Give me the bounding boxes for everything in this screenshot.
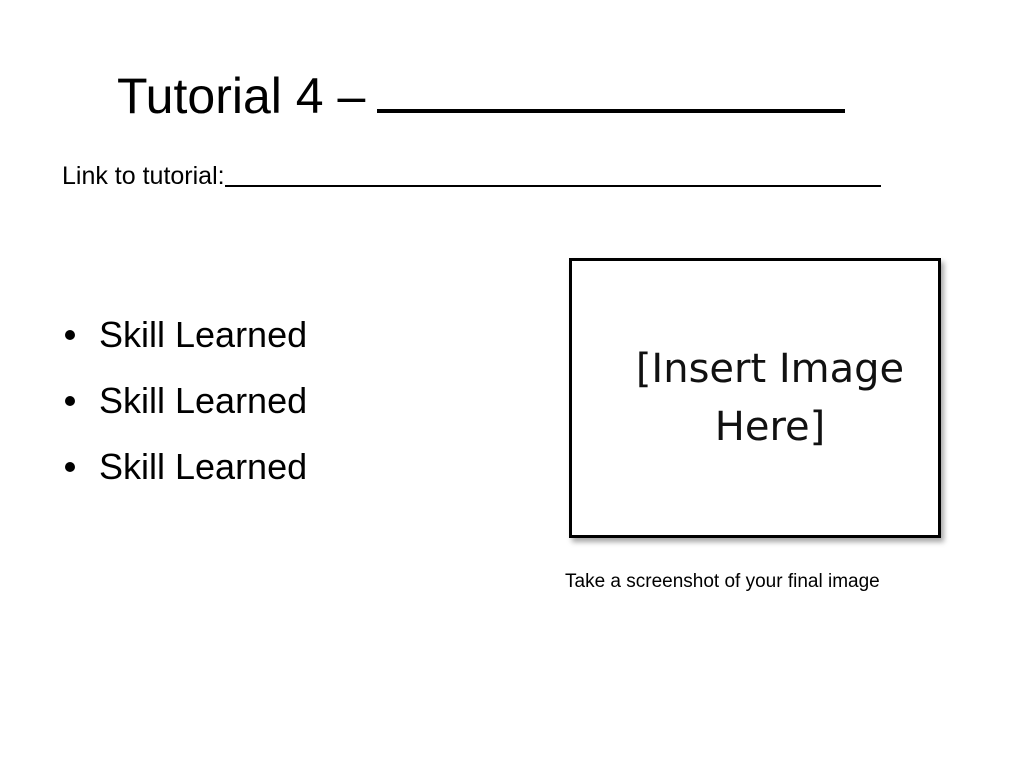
- bullet-icon: [65, 462, 75, 472]
- bullet-icon: [65, 396, 75, 406]
- slide-title-text: Tutorial 4 –: [117, 68, 366, 124]
- skill-item: Skill Learned: [60, 434, 307, 500]
- skills-list: Skill Learned Skill Learned Skill Learne…: [60, 302, 307, 500]
- image-caption: Take a screenshot of your final image: [565, 571, 880, 592]
- skill-item: Skill Learned: [60, 302, 307, 368]
- bullet-icon: [65, 330, 75, 340]
- skill-item: Skill Learned: [60, 368, 307, 434]
- tutorial-link-label: Link to tutorial:: [62, 162, 225, 190]
- image-placeholder-text: [Insert Image Here]: [635, 346, 905, 450]
- title-fill-in-blank: [377, 109, 846, 113]
- skill-item-label: Skill Learned: [99, 446, 308, 487]
- skill-item-label: Skill Learned: [99, 314, 308, 355]
- tutorial-link-blank: [224, 161, 881, 187]
- tutorial-link-line: Link to tutorial:: [62, 158, 881, 193]
- skill-item-label: Skill Learned: [99, 380, 308, 421]
- slide-title: Tutorial 4 –: [117, 62, 846, 130]
- image-placeholder: [Insert Image Here]: [569, 258, 941, 538]
